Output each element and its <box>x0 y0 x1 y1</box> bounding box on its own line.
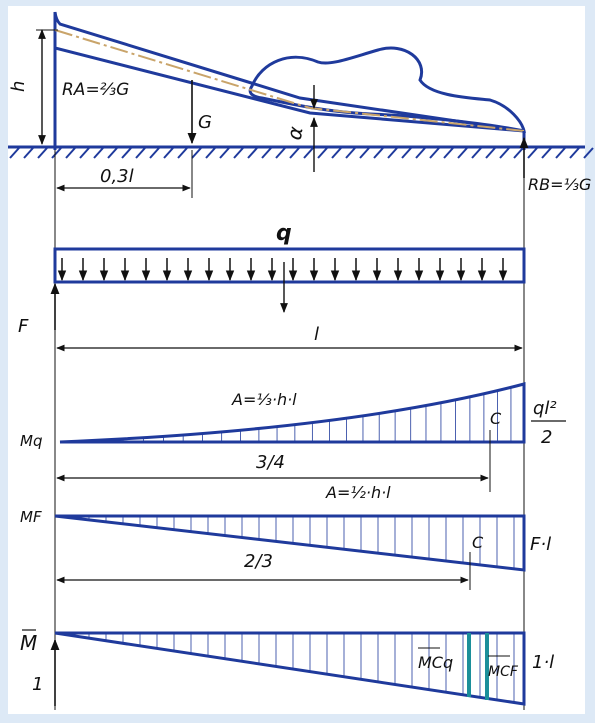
label-mcf: MCF <box>488 664 519 680</box>
hatch-mark <box>541 147 552 159</box>
hatch-mark <box>471 147 482 159</box>
hatch-mark <box>443 147 454 159</box>
hatch-mark <box>233 147 244 159</box>
hatch-mark <box>219 147 230 159</box>
hatch-mark <box>205 147 216 159</box>
label-fl: F·l <box>530 534 551 555</box>
load-band <box>53 247 526 284</box>
mq-diagram <box>59 382 526 444</box>
hatch-mark <box>247 147 258 159</box>
crown-outline <box>248 46 526 133</box>
label-mcq: MCq <box>418 653 453 672</box>
hatch-mark <box>513 147 524 159</box>
hatch-mark <box>527 147 538 159</box>
label-one: 1 <box>32 674 43 695</box>
hatch-mark <box>79 147 90 159</box>
label-h: h <box>8 81 29 92</box>
ground <box>8 145 594 159</box>
label-alpha: α <box>282 125 308 142</box>
hatch-mark <box>415 147 426 159</box>
hatch-mark <box>303 147 314 159</box>
hatch-mark <box>401 147 412 159</box>
trunk-axis <box>54 29 525 132</box>
label-area-f: A=½·h·l <box>325 483 391 502</box>
hatch-mark <box>499 147 510 159</box>
hatch-mark <box>51 147 62 159</box>
hatch-mark <box>107 147 118 159</box>
mq-hatch <box>80 387 512 442</box>
label-l: l <box>314 324 319 345</box>
hatch-mark <box>23 147 34 159</box>
hatch-mark <box>135 147 146 159</box>
hatch-mark <box>429 147 440 159</box>
label-ql2-den: 2 <box>541 427 552 448</box>
label-rb: RB=⅓G <box>528 175 591 194</box>
hatch-mark <box>317 147 328 159</box>
hatch-mark <box>583 147 594 159</box>
hatch-mark <box>359 147 370 159</box>
unit-moment-diagram <box>54 631 526 706</box>
hatch-mark <box>121 147 132 159</box>
hatch-mark <box>331 147 342 159</box>
label-34: 3/4 <box>256 452 285 473</box>
hatch-mark <box>191 147 202 159</box>
hatch-mark <box>373 147 384 159</box>
hatch-mark <box>289 147 300 159</box>
hatch-mark <box>149 147 160 159</box>
hatch-mark <box>569 147 580 159</box>
load-arrows <box>57 258 508 282</box>
hatch-mark <box>457 147 468 159</box>
label-c2: C <box>472 533 484 552</box>
hatch-mark <box>387 147 398 159</box>
hatch-mark <box>65 147 76 159</box>
hatch-mark <box>177 147 188 159</box>
hatch-mark <box>9 147 20 159</box>
hatch-mark <box>485 147 496 159</box>
label-23: 2/3 <box>244 551 273 572</box>
label-one-l: 1·l <box>532 652 554 673</box>
hatch-mark <box>37 147 48 159</box>
mf-diagram <box>54 514 526 572</box>
label-mf: MF <box>20 508 42 526</box>
label-mq: Mq <box>20 432 42 450</box>
hatch-mark <box>163 147 174 159</box>
hatch-mark <box>93 147 104 159</box>
ground-hatch <box>9 147 594 159</box>
label-area-q: A=⅓·h·l <box>231 390 297 409</box>
hatch-mark <box>261 147 272 159</box>
label-ql2-num: ql² <box>533 398 557 419</box>
hatch-mark <box>555 147 566 159</box>
unit-moment-hatch <box>71 633 515 703</box>
label-mbar: M <box>20 631 37 655</box>
hatch-mark <box>345 147 356 159</box>
label-03l: 0,3l <box>100 166 134 187</box>
label-q: q <box>276 221 292 246</box>
label-g: G <box>198 112 212 133</box>
paper-sheet <box>8 6 585 714</box>
hatch-mark <box>275 147 286 159</box>
label-c1: C <box>490 409 502 428</box>
mf-hatch <box>71 516 515 569</box>
label-ra: RA=⅔G <box>62 80 129 100</box>
label-f: F <box>18 316 29 337</box>
trunk-outline <box>53 11 525 133</box>
